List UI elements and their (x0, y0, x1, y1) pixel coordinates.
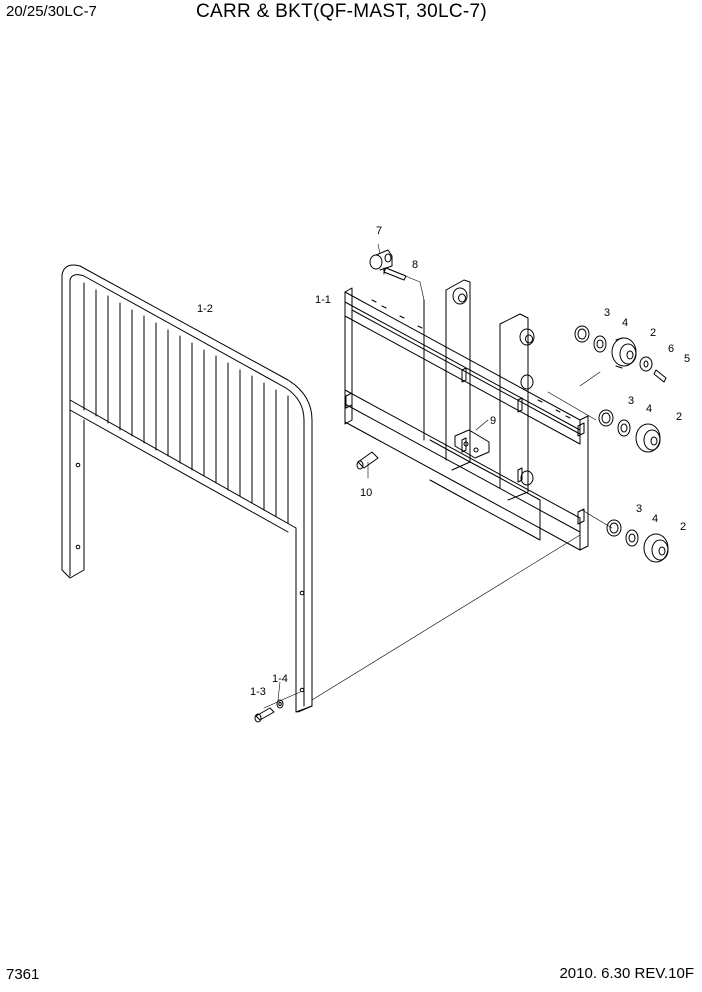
callout-9: 9 (490, 415, 496, 427)
bolt-1-3 (254, 707, 275, 723)
bolt-8 (383, 267, 407, 281)
callout-8: 8 (412, 259, 418, 271)
roller-stack-middle (598, 409, 661, 453)
load-backrest (61, 264, 313, 713)
roller-stack-lower (606, 519, 669, 563)
callout-4-lower: 4 (652, 513, 658, 525)
bolt-10 (356, 451, 379, 470)
washer-1-4 (276, 699, 284, 709)
revision-date: 2010. 6.30 REV.10F (559, 965, 694, 982)
callout-2-lower: 2 (680, 521, 686, 533)
page-title: CARR & BKT(QF-MAST, 30LC-7) (196, 1, 488, 22)
callout-3-upper: 3 (604, 307, 610, 319)
callout-6: 6 (668, 343, 674, 355)
callout-5: 5 (684, 353, 690, 365)
page-number: 7361 (6, 966, 40, 983)
shim-roller-7 (369, 249, 393, 271)
callout-10: 10 (360, 487, 372, 499)
callout-4-middle: 4 (646, 403, 652, 415)
callout-2-upper: 2 (650, 327, 656, 339)
callout-1-1: 1-1 (315, 294, 331, 306)
callout-labels: 1-1 1-2 1-3 1-4 2 2 2 3 3 3 4 4 4 5 6 7 … (197, 225, 690, 698)
callout-1-3: 1-3 (250, 686, 266, 698)
carriage-plate (344, 279, 589, 551)
leader-lines (263, 243, 613, 709)
callout-7: 7 (376, 225, 382, 237)
model-number: 20/25/30LC-7 (6, 3, 97, 20)
callout-1-4: 1-4 (272, 673, 288, 685)
callout-2-middle: 2 (676, 411, 682, 423)
roller-stack-upper (574, 325, 667, 383)
callout-3-middle: 3 (628, 395, 634, 407)
callout-1-2: 1-2 (197, 303, 213, 315)
callout-4-upper: 4 (622, 317, 628, 329)
callout-3-lower: 3 (636, 503, 642, 515)
